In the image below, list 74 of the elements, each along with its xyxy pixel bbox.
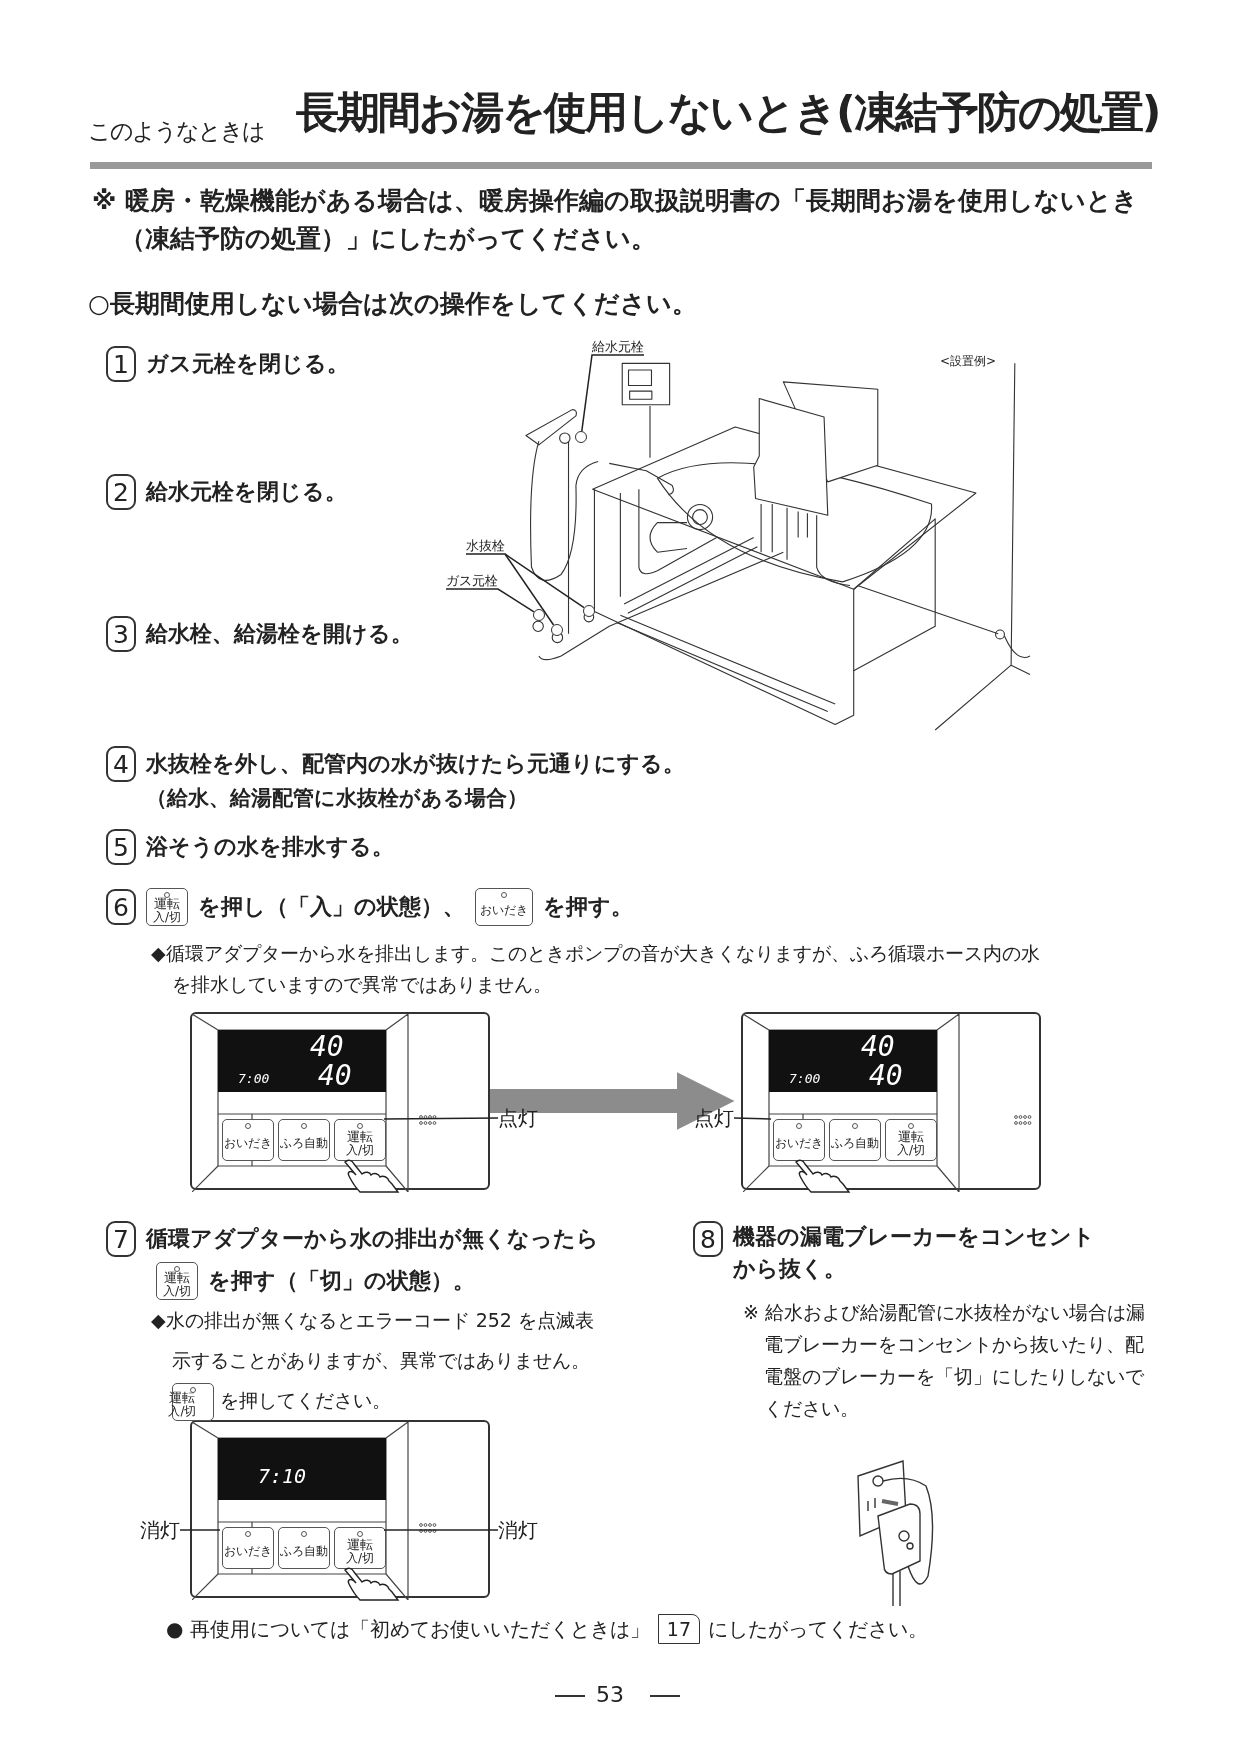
leader-line bbox=[383, 1117, 499, 1120]
section-tag: このようなときは bbox=[88, 116, 264, 147]
note-text: を押してください。 bbox=[219, 1389, 391, 1411]
step-number-box: 2 bbox=[106, 474, 136, 510]
operation-key: 運転 入/切 bbox=[334, 1119, 386, 1161]
note-text: ◆循環アダプターから水を排出します。このときポンプの音が大きくなりますが、ふろ循環ホース内の水を排水していますので異常ではありません。 bbox=[151, 941, 1041, 997]
step-number-box: 3 bbox=[106, 616, 136, 652]
callout-label: 点灯 bbox=[498, 1106, 538, 1130]
note-text: ◆水の排出が無くなるとエラーコード 252 を点滅表示することがありますが、異常ではありません。 bbox=[151, 1309, 594, 1371]
instruction-text: 循環アダプターから水の排出が無くなったら bbox=[146, 1225, 599, 1254]
control-panel bbox=[190, 1420, 490, 1598]
operation-key: おいだき bbox=[773, 1119, 825, 1161]
operation-key: 運転 入/切 bbox=[885, 1119, 937, 1161]
display-reading: 40 bbox=[318, 1062, 352, 1090]
page-title: 長期間お湯を使用しないとき(凍結予防の処置) bbox=[296, 86, 1160, 139]
callout-label: 点灯 bbox=[694, 1106, 734, 1130]
callout-label: 水抜栓 bbox=[466, 537, 505, 554]
display-reading: 7:00 bbox=[238, 1072, 270, 1085]
operation-key: ふろ自動 bbox=[278, 1119, 330, 1161]
note-text: ※ 暖房・乾燥機能がある場合は、暖房操作編の取扱説明書の「長期間お湯を使用しないとき（凍結予防の処置）」にしたがってください。 bbox=[92, 185, 1139, 255]
caption-text: <設置例> bbox=[940, 353, 997, 369]
control-panel bbox=[190, 1012, 490, 1190]
note-text: ※ 給水および給湯配管に水抜栓がない場合は漏電ブレーカーをコンセントから抜いたり、配電盤のブレーカーを「切」にしたりしないでください。 bbox=[743, 1300, 1146, 1421]
intro-text: ○長期間使用しない場合は次の操作をしてください。 bbox=[88, 289, 697, 318]
key-symbol: 運転 入/切 bbox=[156, 1262, 198, 1300]
display-reading: 40 bbox=[310, 1033, 344, 1061]
leader-line bbox=[504, 553, 555, 626]
leader-line bbox=[733, 1117, 772, 1120]
valve-handle bbox=[575, 431, 587, 443]
valve-handle bbox=[551, 624, 563, 636]
leader-line bbox=[179, 1529, 221, 1531]
valve-handle bbox=[583, 605, 595, 617]
leader-line bbox=[383, 1529, 499, 1531]
instruction-text: を押す（「切」の状態）。 bbox=[208, 1267, 475, 1296]
display-reading: 7:00 bbox=[789, 1072, 821, 1085]
leader-line bbox=[445, 588, 535, 613]
operation-key: ふろ自動 bbox=[829, 1119, 881, 1161]
key-symbol: 運転 入/切 bbox=[146, 888, 188, 926]
callout-label: 消灯 bbox=[140, 1518, 180, 1542]
leader-line bbox=[581, 354, 645, 432]
instruction-text: 給水元栓を閉じる。 bbox=[146, 478, 347, 507]
operation-key: 運転 入/切 bbox=[334, 1527, 386, 1569]
callout-label: 給水元栓 bbox=[592, 338, 644, 355]
instruction-text: を押す。 bbox=[543, 893, 633, 922]
step-number-box: 6 bbox=[106, 889, 136, 925]
instruction-text: 浴そうの水を排水する。 bbox=[146, 833, 394, 862]
instruction-text: 水抜栓を外し、配管内の水が抜けたら元通りにする。 bbox=[146, 750, 685, 779]
block-arrow bbox=[490, 1072, 735, 1130]
control-panel bbox=[741, 1012, 1041, 1190]
instruction-text: 機器の漏電ブレーカーをコンセントから抜く。 bbox=[733, 1223, 1096, 1283]
step-number-box: 5 bbox=[106, 829, 136, 865]
page-number: 53 bbox=[596, 1682, 624, 1707]
valve-handle bbox=[533, 609, 545, 621]
instruction-text: 給水栓、給湯栓を開ける。 bbox=[146, 620, 413, 649]
display-reading: 40 bbox=[861, 1033, 895, 1061]
instruction-text: （給水、給湯配管に水抜栓がある場合） bbox=[146, 786, 528, 810]
operation-key: ふろ自動 bbox=[278, 1527, 330, 1569]
instruction-text: ガス元栓を閉じる。 bbox=[146, 350, 349, 379]
footer-note: にしたがってください。 bbox=[708, 1615, 928, 1643]
step-number-box: 7 bbox=[106, 1221, 136, 1257]
callout-label: 消灯 bbox=[498, 1518, 538, 1542]
key-symbol: おいだき bbox=[475, 888, 533, 926]
operation-key: おいだき bbox=[222, 1119, 274, 1161]
instruction-text: を押し（「入」の状態）、 bbox=[198, 893, 465, 922]
callout-label: ガス元栓 bbox=[446, 572, 498, 589]
leader-line bbox=[465, 553, 585, 609]
operation-key: おいだき bbox=[222, 1527, 274, 1569]
display-reading: 40 bbox=[869, 1062, 903, 1090]
footer-note: ● 再使用については「初めてお使いいただくときは」 bbox=[166, 1615, 650, 1643]
step-number-box: 1 bbox=[106, 346, 136, 382]
step-number-box: 8 bbox=[693, 1221, 723, 1257]
page-reference-box: 17 bbox=[657, 1614, 700, 1644]
display-reading: 7:10 bbox=[258, 1466, 307, 1486]
step-number-box: 4 bbox=[106, 746, 136, 782]
